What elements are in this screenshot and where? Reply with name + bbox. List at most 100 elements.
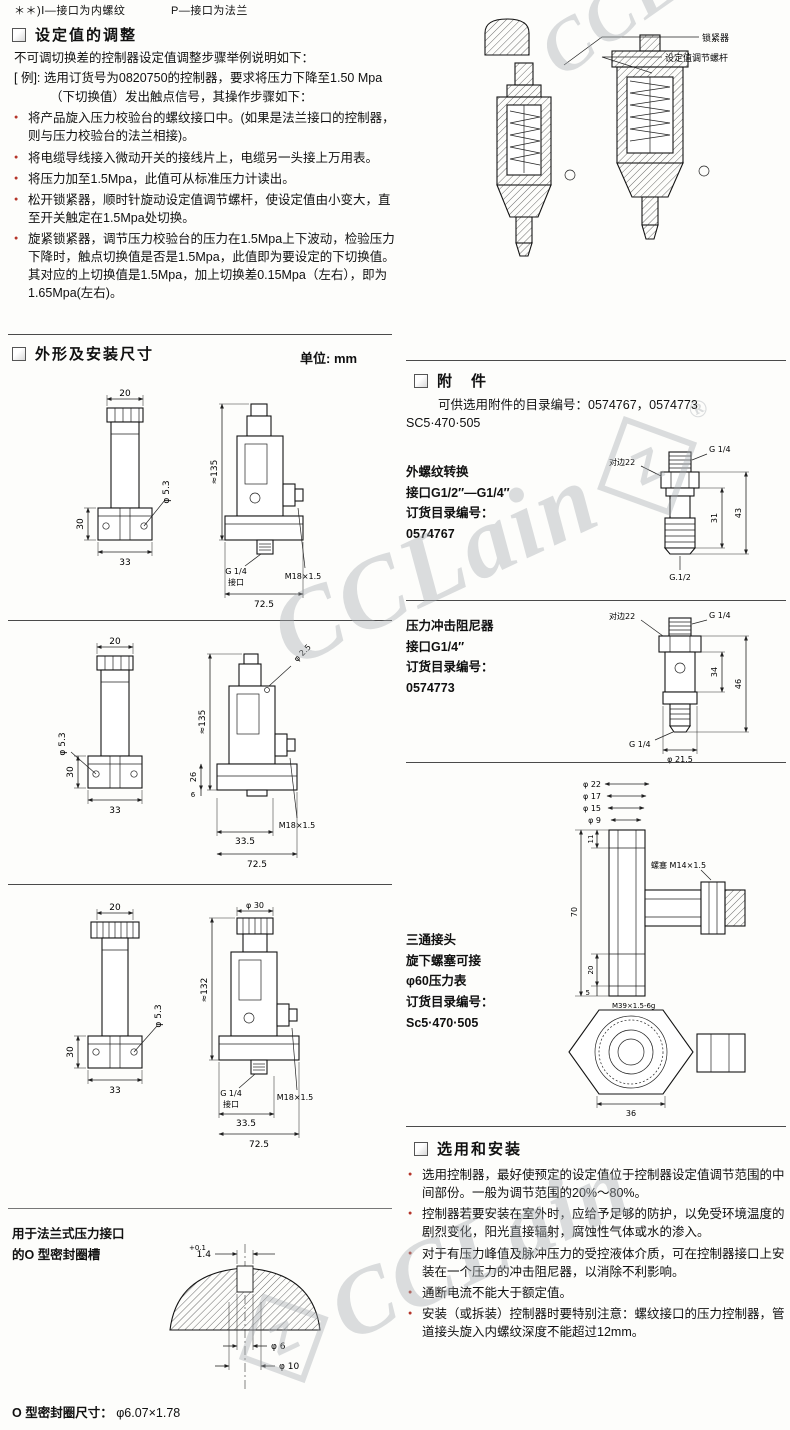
label-port: G 1/4 接口 xyxy=(225,553,262,587)
adjustment-step: 将压力加至1.5Mpa，此值可从标准压力计读出。 xyxy=(14,170,400,188)
svg-text:φ 5.3: φ 5.3 xyxy=(58,732,68,755)
svg-text:30: 30 xyxy=(76,518,86,530)
svg-text:6: 6 xyxy=(191,791,196,799)
svg-text:接口: 接口 xyxy=(223,1099,239,1109)
selection-note: 控制器若要安装在室外时，应给予足够的防护，以免受环境温度的剧烈变化，阳光直接辐射… xyxy=(408,1205,786,1241)
oring-size-note: O 型密封圈尺寸： φ6.07×1.78 xyxy=(12,1402,180,1421)
svg-text:G 1/4: G 1/4 xyxy=(709,445,731,454)
dim-20: 20 xyxy=(106,389,144,406)
svg-text:φ 17: φ 17 xyxy=(583,792,601,801)
accessory-spec: 接口G1/4″ xyxy=(406,639,465,654)
svg-text:72.5: 72.5 xyxy=(254,600,274,610)
dim-small-hole: φ 2.5 xyxy=(268,643,313,687)
front-view xyxy=(97,407,153,541)
dim-20: 20 xyxy=(96,903,134,920)
svg-text:20: 20 xyxy=(587,966,595,975)
controller-cross-section-drawing: 锁紧器 设定值调节螺杆 xyxy=(484,18,729,257)
selection-notes: 选用控制器，最好使预定的设定值位于控制器设定值调节范围的中间部份。一般为调节范围… xyxy=(408,1166,786,1344)
svg-text:φ 6: φ 6 xyxy=(271,1342,286,1352)
accessory-order-label: 订货目录编号： xyxy=(406,660,494,675)
dimension-drawing-1: 20 33 30 φ 5.3 xyxy=(76,389,322,610)
label-top-port: G 1/4 xyxy=(691,611,731,625)
accessory-1-text: 外螺纹转换 接口G1/2″—G1/4″ 订货目录编号： 0574767 xyxy=(406,462,510,545)
label-lock-device: 锁紧器 xyxy=(702,32,729,44)
dim-33-5: 33.5 xyxy=(216,798,274,847)
adjustment-steps: 将产品旋入压力校验台的螺纹接口中。(如果是法兰接口的控制器，则与压力校验台的法兰… xyxy=(14,109,400,302)
svg-text:20: 20 xyxy=(119,389,131,399)
oring-caption-line1: 用于法兰式压力接口 xyxy=(12,1227,125,1241)
oring-caption-line2: 的O 型密封圈槽 xyxy=(12,1247,101,1262)
left-dims: 11 70 20 5 xyxy=(570,829,609,997)
dimension-drawing-3: 20 33 30 φ 5.3 xyxy=(66,901,313,1150)
protective-cap xyxy=(484,18,530,56)
section-adjustment-heading: 设定值的调整 xyxy=(12,24,137,45)
label-top-port: G 1/4 xyxy=(691,445,731,461)
accessory-name: 三通接头 xyxy=(406,933,457,947)
accessory-order-label: 订货目录编号： xyxy=(406,994,494,1009)
divider xyxy=(8,884,392,885)
divider xyxy=(406,762,786,763)
swivel-nut-view xyxy=(568,1009,746,1095)
accessory-3-text: 三通接头 旋下螺塞可接 φ60压力表 订货目录编号： Sc5·470·505 xyxy=(406,930,494,1033)
accessories-intro-line2: SC5·470·505 xyxy=(406,416,481,430)
controller-right-section xyxy=(611,34,710,240)
svg-text:对边22: 对边22 xyxy=(609,457,635,467)
svg-text:+0.1: +0.1 xyxy=(189,1244,206,1252)
section-square-icon xyxy=(414,1141,428,1156)
svg-text:1.4: 1.4 xyxy=(197,1250,212,1260)
svg-text:33: 33 xyxy=(119,558,130,568)
dim-width-36: 36 xyxy=(596,1096,666,1118)
label-gland: M18×1.5 xyxy=(285,507,322,581)
divider xyxy=(8,334,392,335)
dim-33: 33 xyxy=(87,1070,143,1096)
label-plug: 螺塞 M14×1.5 xyxy=(651,860,712,881)
svg-text:φ 15: φ 15 xyxy=(583,804,601,813)
tee-body xyxy=(608,829,746,997)
section-title: 选用和安装 xyxy=(437,1141,523,1158)
svg-text:G 1/4: G 1/4 xyxy=(709,611,731,620)
label-flats: 对边22 xyxy=(609,611,664,637)
adapter-body xyxy=(660,451,700,555)
dim-30: 30 xyxy=(66,1035,86,1069)
dim-6: 6 xyxy=(191,790,202,799)
label-gland: M18×1.5 xyxy=(277,1027,313,1102)
svg-text:≈132: ≈132 xyxy=(200,978,210,1003)
dim-30: 30 xyxy=(66,755,86,789)
dim-20: 20 xyxy=(96,637,134,654)
svg-text:43: 43 xyxy=(734,508,743,518)
dim-hole: φ 5.3 xyxy=(133,1004,164,1053)
selection-note: 选用控制器，最好使预定的设定值位于控制器设定值调节范围的中间部份。一般为调节范围… xyxy=(408,1166,786,1202)
svg-text:36: 36 xyxy=(626,1109,636,1118)
svg-text:M18×1.5: M18×1.5 xyxy=(279,821,316,830)
divider xyxy=(406,600,786,601)
side-view xyxy=(224,403,304,555)
label-bottom-port: G 1/4 xyxy=(629,731,674,749)
dim-outer-dia: φ 10 xyxy=(215,1302,300,1372)
svg-text:M18×1.5: M18×1.5 xyxy=(285,572,322,581)
adjustment-step: 将产品旋入压力校验台的螺纹接口中。(如果是法兰接口的控制器，则与压力校验台的法兰… xyxy=(14,109,400,145)
accessory-3-drawing: φ 22 φ 17 φ 15 φ 9 螺塞 M14×1.5 xyxy=(568,780,746,1118)
oring-size-label: O 型密封圈尺寸： xyxy=(12,1406,113,1420)
dim-height: ≈135 xyxy=(198,653,242,791)
selection-note: 安装（或拆装）控制器时要特别注意：螺纹接口的压力控制器，管道接头旋入内螺纹深度不… xyxy=(408,1305,786,1341)
section-square-icon xyxy=(12,346,26,361)
accessory-order-label: 订货目录编号： xyxy=(406,506,494,521)
dim-height: ≈132 xyxy=(200,917,235,1061)
svg-text:33: 33 xyxy=(109,1086,120,1096)
section-accessories-heading: 附 件 xyxy=(414,370,488,391)
dim-hole: φ 5.3 xyxy=(58,732,97,775)
dim-cap-dia: φ 30 xyxy=(236,901,274,916)
dim-total-width: 72.5 xyxy=(216,792,298,870)
dim-26: 26 xyxy=(189,763,203,791)
svg-text:20: 20 xyxy=(109,903,121,913)
svg-text:30: 30 xyxy=(66,1046,76,1058)
section-outline-heading: 外形及安装尺寸 xyxy=(12,343,154,364)
label-flats: 对边22 xyxy=(609,457,662,477)
note-internal-thread: ＊＊)Ⅰ—接口为内螺纹 xyxy=(14,5,126,17)
svg-text:≈135: ≈135 xyxy=(198,710,208,735)
dim-inner-dia: φ 6 xyxy=(223,1294,286,1352)
dim-total-width: 72.5 xyxy=(218,1062,300,1150)
adjustment-body: 不可调切换差的控制器设定值调整步骤举例说明如下： [ 例]: 选用订货号为082… xyxy=(14,49,400,306)
dimension-drawing-2: 20 33 30 φ 5.3 xyxy=(58,637,316,870)
